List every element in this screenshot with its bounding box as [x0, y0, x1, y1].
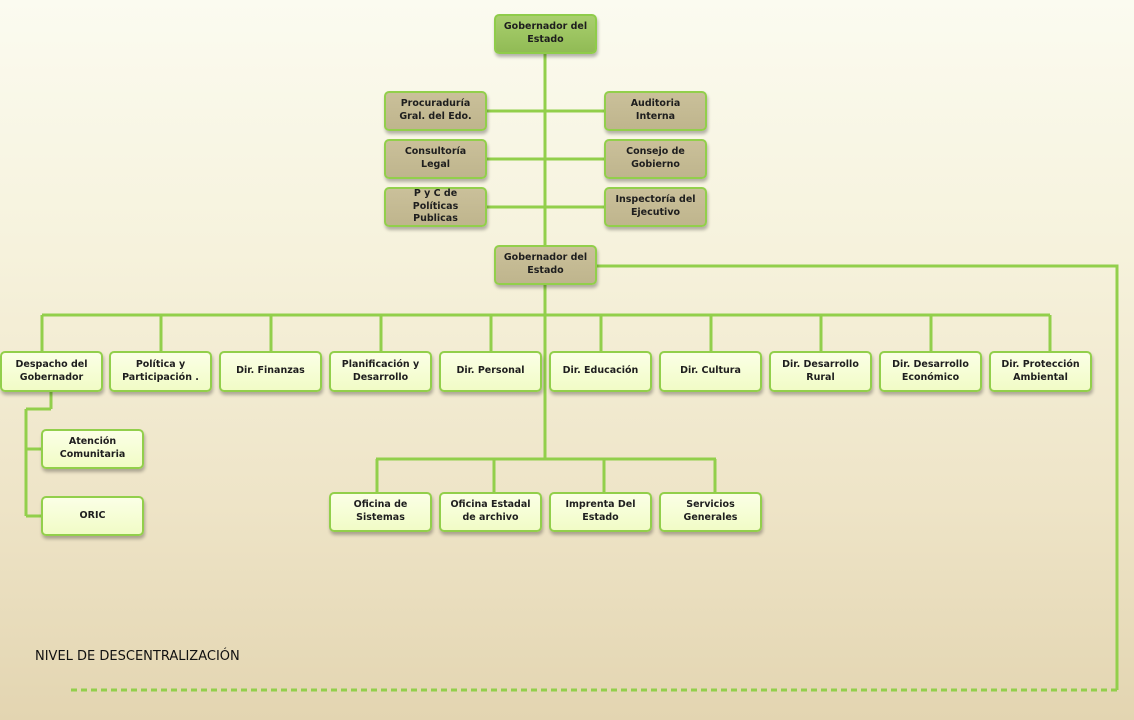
dir-educacion-box: Dir. Educación [549, 351, 652, 392]
politicas-publicas-box: P y C de Políticas Publicas [384, 187, 487, 227]
dir-desarrollo-economico-box: Dir. Desarrollo Económico [879, 351, 982, 392]
dir-finanzas-box: Dir. Finanzas [219, 351, 322, 392]
dir-cultura-box: Dir. Cultura [659, 351, 762, 392]
dir-proteccion-ambiental-box: Dir. Protección Ambiental [989, 351, 1092, 392]
dir-personal-box: Dir. Personal [439, 351, 542, 392]
governor-second-box: Gobernador del Estado [494, 245, 597, 285]
procuraduria-box: Procuraduría Gral. del Edo. [384, 91, 487, 131]
oficina-archivo-box: Oficina Estadal de archivo [439, 492, 542, 532]
despacho-gobernador-box: Despacho del Gobernador [0, 351, 103, 392]
oric-box: ORIC [41, 496, 144, 536]
politica-participacion-box: Política y Participación . [109, 351, 212, 392]
governor-top-box: Gobernador del Estado [494, 14, 597, 54]
dir-desarrollo-rural-box: Dir. Desarrollo Rural [769, 351, 872, 392]
oficina-sistemas-box: Oficina de Sistemas [329, 492, 432, 532]
inspectoria-ejecutivo-box: Inspectoría del Ejecutivo [604, 187, 707, 227]
atencion-comunitaria-box: Atención Comunitaria [41, 429, 144, 469]
consejo-gobierno-box: Consejo de Gobierno [604, 139, 707, 179]
imprenta-estado-box: Imprenta Del Estado [549, 492, 652, 532]
consultoria-legal-box: Consultoría Legal [384, 139, 487, 179]
planificacion-desarrollo-box: Planificación y Desarrollo [329, 351, 432, 392]
decentralization-level-label: NIVEL DE DESCENTRALIZACIÓN [35, 649, 240, 664]
servicios-generales-box: Servicios Generales [659, 492, 762, 532]
auditoria-interna-box: Auditoria Interna [604, 91, 707, 131]
